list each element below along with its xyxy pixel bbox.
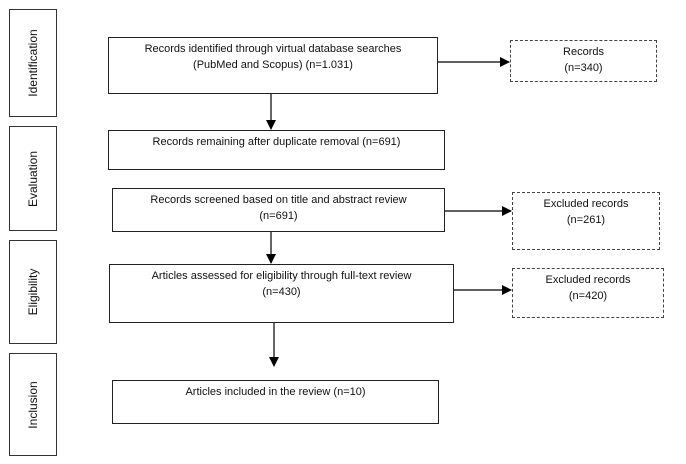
box-records-side-line-1: Records: [563, 46, 604, 58]
stage-evaluation: Evaluation: [9, 126, 57, 231]
box-articles-included: Articles included in the review (n=10): [112, 380, 439, 424]
box-excluded-records-1-line-1: Excluded records: [543, 198, 629, 210]
box-articles-assessed: Articles assessed for eligibility throug…: [109, 264, 454, 323]
box-records-screened-line-1: Records screened based on title and abst…: [150, 194, 407, 206]
stage-identification: Identification: [9, 9, 57, 117]
box-excluded-records-2: Excluded records (n=420): [512, 268, 664, 318]
stage-eligibility: Eligibility: [9, 240, 57, 344]
box-records-screened: Records screened based on title and abst…: [112, 188, 445, 232]
box-records-side-line-2: (n=340): [564, 62, 603, 74]
box-records-screened-line-2: (n=691): [259, 210, 298, 222]
box-articles-included-line-1: Articles included in the review (n=10): [185, 386, 366, 398]
box-records-identified-line-2: (PubMed and Scopus) (n=1.031): [193, 59, 353, 71]
box-excluded-records-2-line-1: Excluded records: [545, 274, 631, 286]
box-articles-assessed-line-1: Articles assessed for eligibility throug…: [151, 270, 412, 282]
box-articles-assessed-line-2: (n=430): [262, 286, 301, 298]
box-excluded-records-1: Excluded records (n=261): [512, 192, 660, 250]
box-records-side: Records (n=340): [510, 40, 657, 82]
box-records-remaining-line-1: Records remaining after duplicate remova…: [152, 136, 401, 148]
box-records-identified: Records identified through virtual datab…: [108, 37, 438, 94]
box-records-identified-line-1: Records identified through virtual datab…: [144, 43, 402, 55]
box-records-remaining: Records remaining after duplicate remova…: [108, 130, 445, 170]
stage-inclusion: Inclusion: [9, 353, 57, 456]
box-excluded-records-2-line-2: (n=420): [568, 290, 608, 302]
box-excluded-records-1-line-2: (n=261): [566, 214, 606, 226]
